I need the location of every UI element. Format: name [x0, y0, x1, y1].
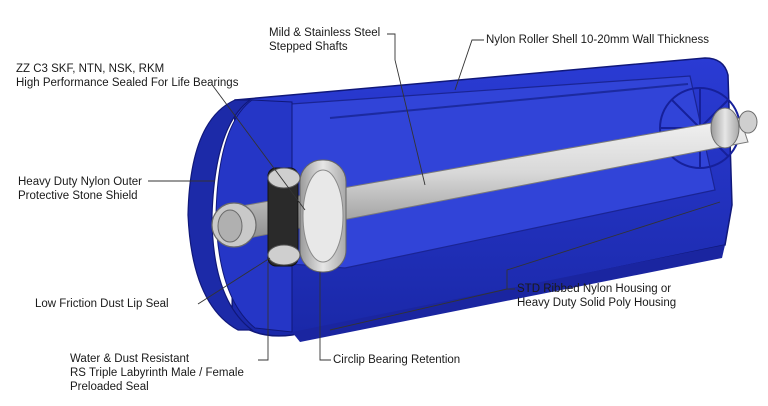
label-housing: STD Ribbed Nylon Housing or Heavy Duty S… — [517, 282, 676, 310]
label-stone-shield-line2: Protective Stone Shield — [18, 190, 138, 202]
right-bearing — [710, 107, 740, 149]
label-housing-line2: Heavy Duty Solid Poly Housing — [517, 297, 677, 309]
left-bearing-assembly — [267, 159, 347, 273]
label-stone-shield: Heavy Duty Nylon Outer Protective Stone … — [18, 175, 142, 203]
label-circlip-line1: Circlip Bearing Retention — [333, 354, 461, 366]
label-roller-shell: Nylon Roller Shell 10-20mm Wall Thicknes… — [486, 33, 709, 47]
shaft-left-end-face — [217, 209, 243, 243]
label-stone-shield-line1: Heavy Duty Nylon Outer — [18, 176, 142, 188]
right-shaft-end — [738, 110, 758, 134]
shell-bottom-band — [292, 245, 725, 342]
label-bearings: ZZ C3 SKF, NTN, NSK, RKM High Performanc… — [16, 62, 238, 90]
label-housing-line1: STD Ribbed Nylon Housing or — [517, 283, 672, 295]
label-circlip: Circlip Bearing Retention — [333, 353, 460, 367]
label-stepped-shafts: Mild & Stainless Steel Stepped Shafts — [269, 26, 380, 54]
label-stepped-shafts-line1: Mild & Stainless Steel — [269, 27, 381, 39]
leader-lines — [148, 33, 721, 361]
label-labyrinth-seal-line3: Preloaded Seal — [70, 381, 149, 393]
label-labyrinth-seal-line2: RS Triple Labyrinth Male / Female — [70, 367, 244, 379]
label-stepped-shafts-line2: Stepped Shafts — [269, 41, 348, 53]
label-dust-lip-seal: Low Friction Dust Lip Seal — [35, 297, 169, 311]
label-dust-lip-seal-line1: Low Friction Dust Lip Seal — [35, 298, 169, 310]
cutaway-edge-top — [329, 83, 689, 119]
label-bearings-line2: High Performance Sealed For Life Bearing… — [16, 77, 239, 89]
label-labyrinth-seal-line1: Water & Dust Resistant — [70, 353, 190, 365]
label-labyrinth-seal: Water & Dust Resistant RS Triple Labyrin… — [70, 352, 244, 394]
label-bearings-line1: ZZ C3 SKF, NTN, NSK, RKM — [16, 63, 165, 75]
label-roller-shell-line1: Nylon Roller Shell 10-20mm Wall Thicknes… — [486, 34, 710, 46]
end-cap-rim — [187, 99, 254, 331]
